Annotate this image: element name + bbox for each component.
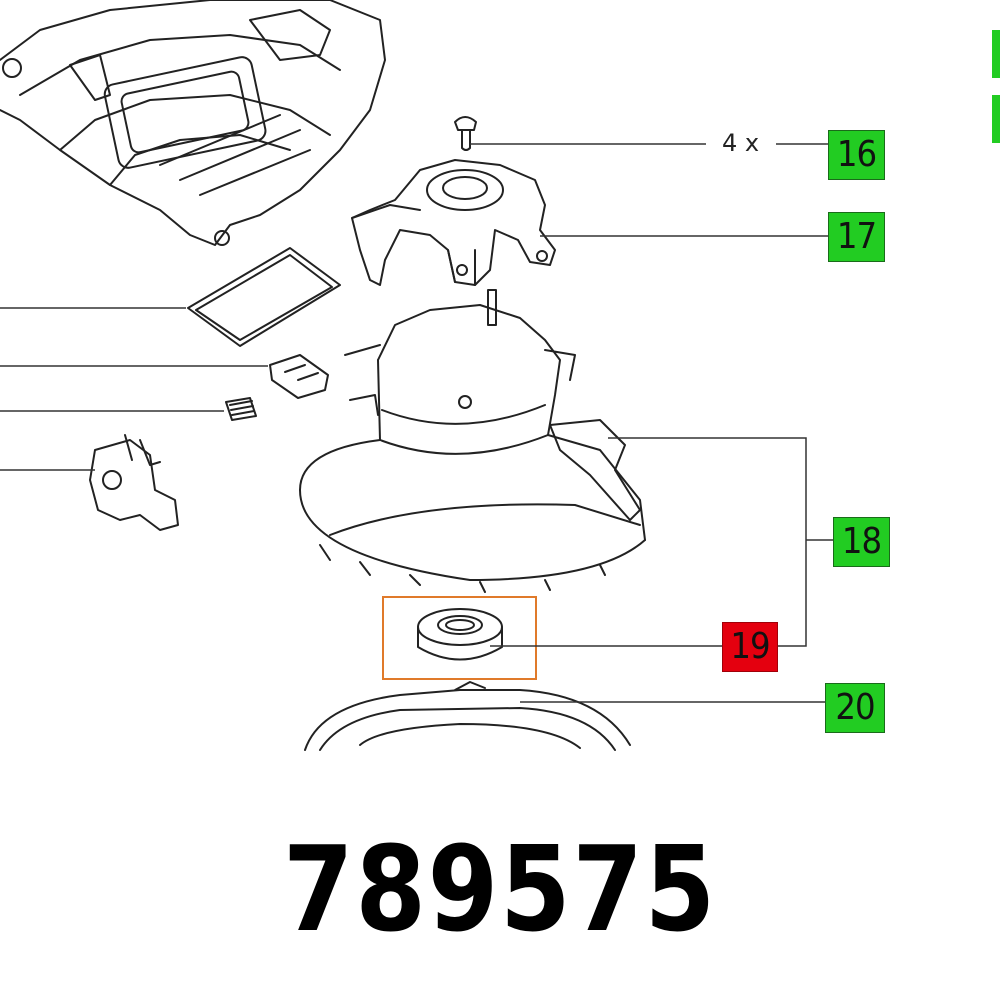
motor-housing-part-18 xyxy=(299,289,646,593)
callout-19[interactable]: 19 xyxy=(722,622,778,672)
part-number: 789575 xyxy=(282,820,717,958)
callout-20[interactable]: 20 xyxy=(825,683,885,733)
label-plate-part xyxy=(187,247,341,347)
offscreen-callout-tag xyxy=(992,95,1000,143)
exploded-parts-diagram xyxy=(0,0,833,751)
bracket-part-17 xyxy=(351,159,556,286)
offscreen-callout-tag xyxy=(992,30,1000,78)
bearing-part-19 xyxy=(417,608,503,661)
callout-16[interactable]: 16 xyxy=(828,130,885,180)
selected-part-frame xyxy=(382,596,537,680)
callout-18[interactable]: 18 xyxy=(833,517,890,567)
quantity-label-16: 4 x xyxy=(722,129,760,157)
leader-line-18 xyxy=(608,437,807,647)
screw-part-16 xyxy=(454,116,477,151)
callout-17[interactable]: 17 xyxy=(828,212,885,262)
clip-part xyxy=(269,354,329,399)
ring-part-20 xyxy=(304,681,631,751)
upper-housing-part xyxy=(0,0,386,246)
spring-part xyxy=(225,397,257,421)
switch-part xyxy=(89,434,179,531)
